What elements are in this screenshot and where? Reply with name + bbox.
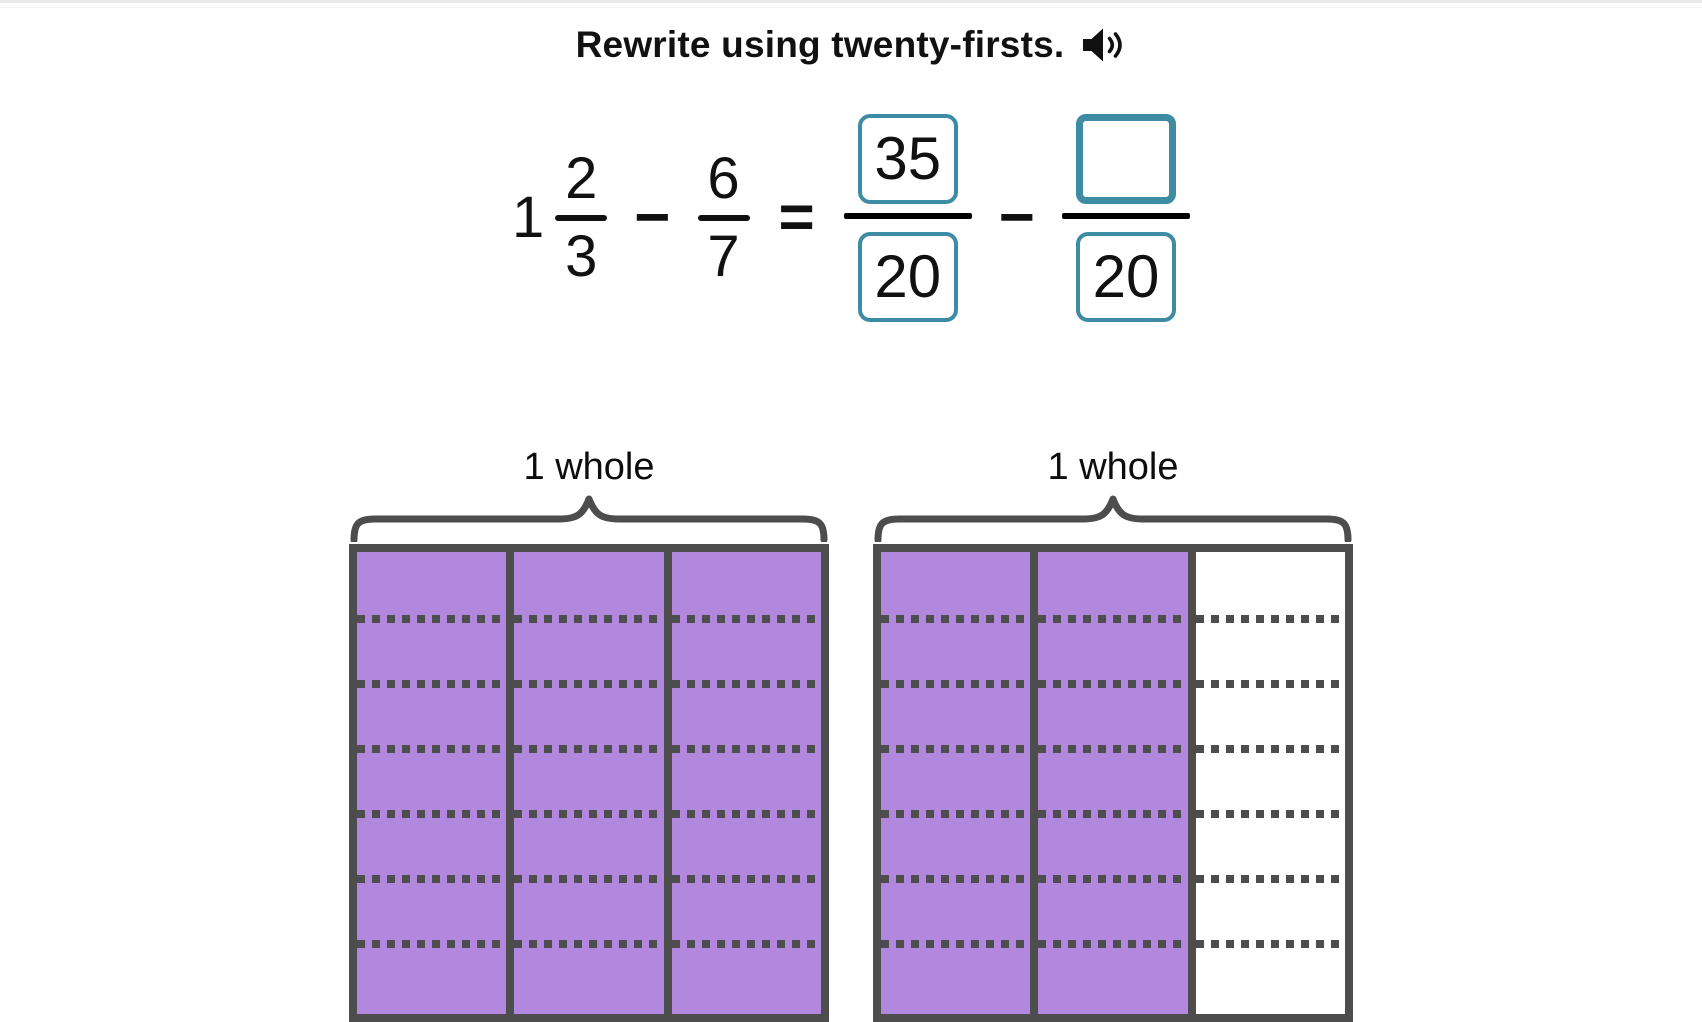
fraction-bar [349,544,829,1022]
minus-operator: − [634,183,671,252]
dotted-row-divider [1038,615,1188,623]
dotted-row-divider [1038,680,1188,688]
dotted-row-divider [881,940,1031,948]
dotted-row-divider [881,875,1031,883]
dotted-row-divider [881,615,1031,623]
dotted-row-divider [514,940,664,948]
bar-column-shaded [357,552,507,1014]
dotted-row-divider [671,745,821,753]
fraction-bar [873,544,1353,1022]
dotted-row-divider [357,745,507,753]
fraction-line [555,215,608,221]
dotted-row-divider [1038,875,1188,883]
dotted-row-divider [1195,810,1345,818]
dotted-row-divider [1195,875,1345,883]
dotted-row-divider [514,680,664,688]
denominator: 7 [707,224,740,289]
curly-brace-icon [350,495,828,542]
dotted-row-divider [671,875,821,883]
dotted-row-divider [671,940,821,948]
bar-model-1: 1 whole [349,444,829,1022]
bar-models: 1 whole 1 whole [0,444,1702,1022]
bar-column-shaded [881,552,1031,1014]
prompt-text: Rewrite using twenty-firsts. [575,24,1065,65]
dotted-row-divider [357,875,507,883]
denominator-input-2[interactable]: 20 [1075,232,1176,322]
numerator-input-1[interactable]: 35 [857,114,958,204]
dotted-row-divider [357,940,507,948]
curly-brace-icon [874,495,1352,542]
dotted-row-divider [357,615,507,623]
numerator-input-2[interactable] [1075,114,1176,204]
fraction-six-sevenths: 6 7 [697,146,750,289]
bar-column-shaded [1038,552,1188,1014]
denominator-input-1[interactable]: 20 [857,232,958,322]
numerator: 6 [707,146,740,211]
equals-sign: = [778,183,815,252]
bar-column-shaded [514,552,664,1014]
bar-column-shaded [671,552,821,1014]
bar-column-empty [1195,552,1345,1014]
dotted-row-divider [1038,745,1188,753]
fraction-line [843,213,972,219]
dotted-row-divider [671,680,821,688]
bar-label: 1 whole [523,446,655,488]
dotted-row-divider [1038,940,1188,948]
column-divider [1187,552,1196,1014]
prompt-row: Rewrite using twenty-firsts. [0,24,1702,66]
dotted-row-divider [881,745,1031,753]
speaker-icon[interactable] [1080,26,1126,64]
bar-model-2: 1 whole [873,444,1353,1022]
dotted-row-divider [357,810,507,818]
dotted-row-divider [514,810,664,818]
mixed-number: 1 2 3 [512,146,608,289]
minus-operator: − [998,183,1035,252]
answer-fraction-2: 20 [1061,114,1190,322]
speaker-icon-glyph [1083,28,1123,62]
dotted-row-divider [1195,940,1345,948]
dotted-row-divider [671,615,821,623]
answer-fraction-1: 35 20 [843,114,972,322]
dotted-row-divider [1195,615,1345,623]
fraction-two-thirds: 2 3 [555,146,608,289]
dotted-row-divider [881,680,1031,688]
dotted-row-divider [514,875,664,883]
dotted-row-divider [1195,680,1345,688]
column-divider [663,552,672,1014]
column-divider [1030,552,1039,1014]
dotted-row-divider [881,810,1031,818]
dotted-row-divider [514,745,664,753]
content-top-divider [0,7,1702,8]
dotted-row-divider [1038,810,1188,818]
dotted-row-divider [671,810,821,818]
dotted-row-divider [1195,745,1345,753]
window-top-edge [0,0,1702,3]
dotted-row-divider [514,615,664,623]
mixed-whole-number: 1 [512,185,545,250]
numerator: 2 [565,146,598,211]
denominator: 3 [565,224,598,289]
fraction-line [697,215,750,221]
fraction-line [1061,213,1190,219]
column-divider [506,552,515,1014]
dotted-row-divider [357,680,507,688]
equation-row: 1 2 3 − 6 7 = 35 20 − 20 [0,114,1702,322]
bar-label: 1 whole [1047,446,1179,488]
